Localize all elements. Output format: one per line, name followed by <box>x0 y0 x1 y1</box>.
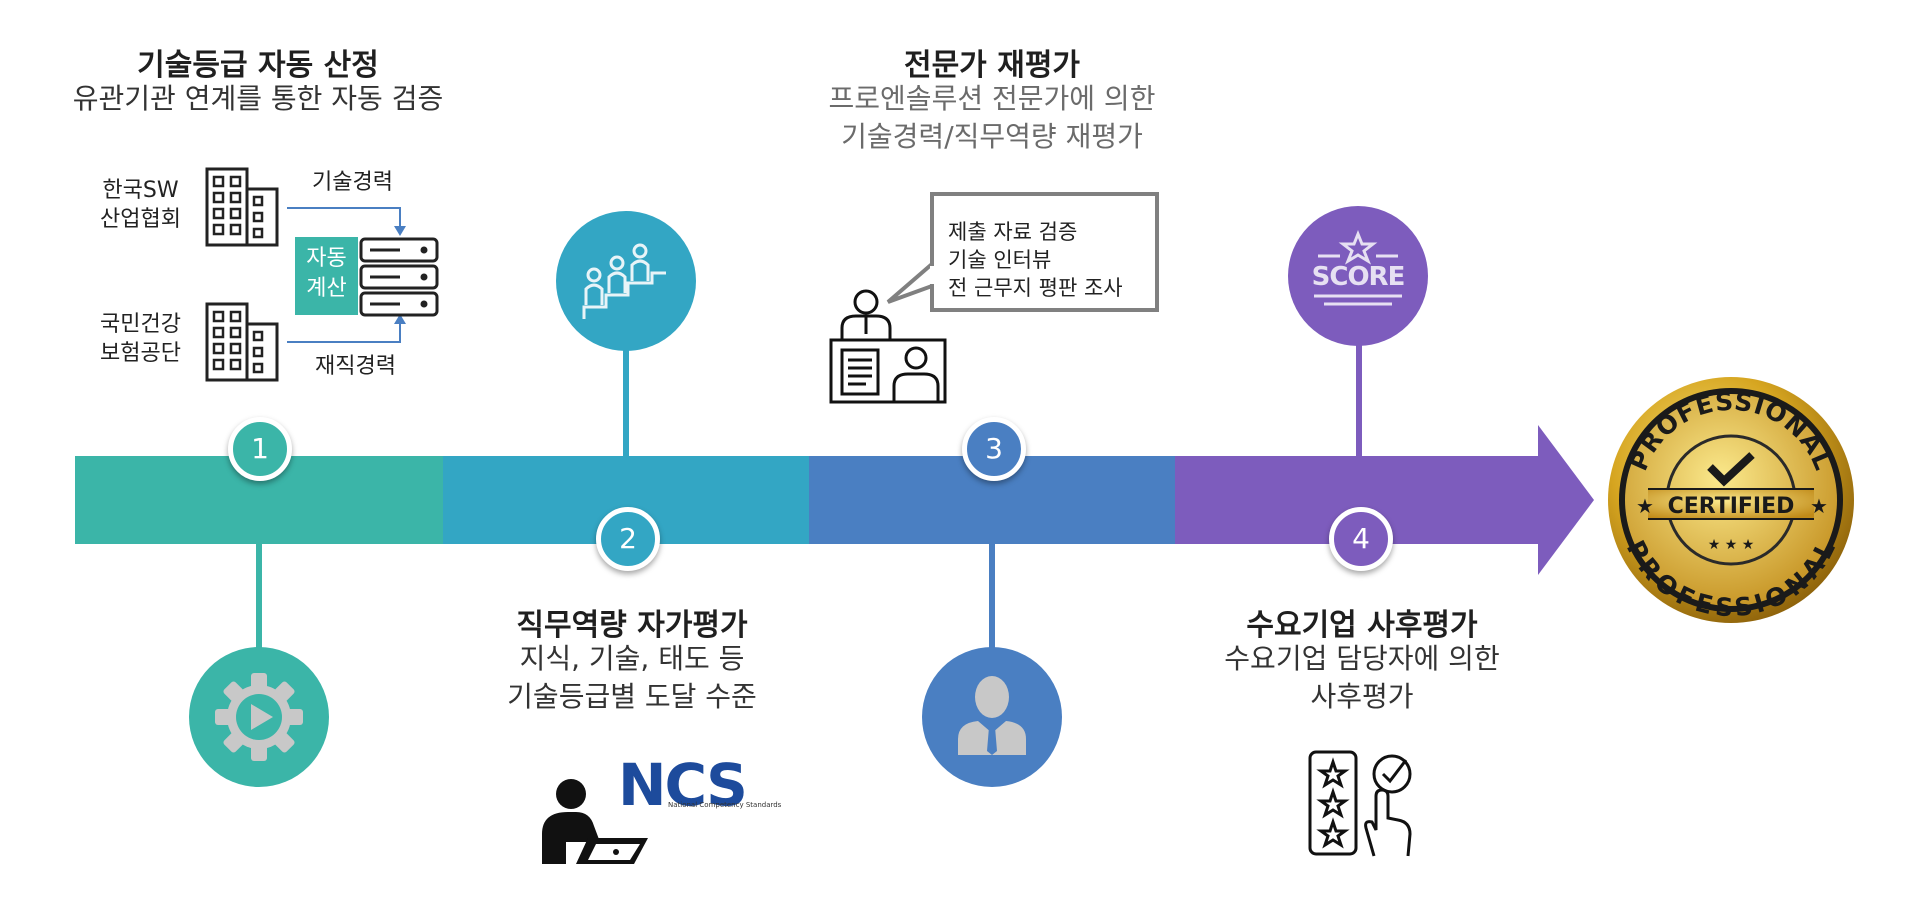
stage-4-number-badge: 4 <box>1329 507 1393 571</box>
building-icon <box>205 167 279 247</box>
stage-1-title: 기술등급 자동 산정 <box>137 48 379 83</box>
badge-center-text: CERTIFIED <box>1668 494 1795 519</box>
source-ksia-label: 한국SW 산업협회 <box>100 178 181 232</box>
badge-star-left: ★ <box>1636 494 1654 518</box>
stage-4-subtitle-line-2: 사후평가 <box>1310 680 1414 713</box>
person-laptop-icon <box>542 779 648 864</box>
stage-4-icon-circle <box>1288 206 1428 346</box>
building-icon <box>205 302 279 382</box>
score-icon <box>1314 229 1402 306</box>
stage-4-subtitle-line-1: 수요기업 담당자에 의한 <box>1224 642 1500 675</box>
ncs-logo-subtext: National Competency Standards <box>668 801 782 809</box>
stage-4-connector <box>1356 345 1362 456</box>
server-icon <box>359 237 439 317</box>
stage-1-connector <box>256 544 262 648</box>
stage-3-number-badge: 3 <box>962 417 1026 481</box>
auto-calc-label: 자동 계산 <box>306 246 347 301</box>
stage-3-connector <box>989 544 995 648</box>
stage-2-subtitle-line-2: 기술등급별 도달 수준 <box>507 680 757 713</box>
stage-1-subtitle: 유관기관 연계를 통한 자동 검증 <box>72 82 444 115</box>
stage-1-icon-circle <box>189 647 329 787</box>
stage-3-subtitle-line-1: 프로엔솔루션 전문가에 의한 <box>828 82 1156 115</box>
stage-4-title: 수요기업 사후평가 <box>1246 608 1478 643</box>
stage-3-title: 전문가 재평가 <box>903 48 1081 83</box>
timeline-arrowhead <box>1538 425 1594 575</box>
stage-2-number-badge: 2 <box>596 507 660 571</box>
stage-3-subtitle-line-2: 기술경력/직무역량 재평가 <box>841 120 1143 153</box>
stage-2-title: 직무역량 자가평가 <box>516 608 748 643</box>
flow-label-tech-career: 기술경력 <box>312 170 393 195</box>
flow-label-employment-career: 재직경력 <box>315 354 396 379</box>
businessman-icon <box>958 676 1026 755</box>
stage-2-icon-circle <box>556 211 696 351</box>
certified-badge: CERTIFIED ★ ★ ★ ★ ★ PROFESSIONAL PROFESS… <box>1608 377 1854 623</box>
auto-calc-box <box>295 237 358 315</box>
ncs-logo-text: NCS <box>618 751 748 819</box>
stage-3-icon-circle <box>922 647 1062 787</box>
badge-small-stars: ★ ★ ★ <box>1708 537 1755 553</box>
people-stairs-icon <box>582 243 666 319</box>
bubble-line-2: 기술 인터뷰 <box>948 248 1052 272</box>
stage-1-number-badge: 1 <box>228 417 292 481</box>
stage-2-connector <box>623 350 629 456</box>
gear-play-icon <box>215 673 303 761</box>
source-nhis-label: 국민건강 보험공단 <box>100 312 181 366</box>
bubble-line-1: 제출 자료 검증 <box>948 220 1078 244</box>
badge-star-right: ★ <box>1810 494 1828 518</box>
flow-arrows <box>287 207 406 343</box>
interview-speech-bubble: 제출 자료 검증 기술 인터뷰 전 근무지 평판 조사 <box>930 192 1159 312</box>
bubble-line-3: 전 근무지 평판 조사 <box>948 276 1123 300</box>
star-rating-touch-icon <box>1308 750 1412 857</box>
score-icon-text: SCORE <box>1311 262 1406 292</box>
interview-desk-icon <box>829 289 947 404</box>
speech-bubble-tail <box>886 260 936 304</box>
stage-2-subtitle-line-1: 지식, 기술, 태도 등 <box>519 642 745 675</box>
